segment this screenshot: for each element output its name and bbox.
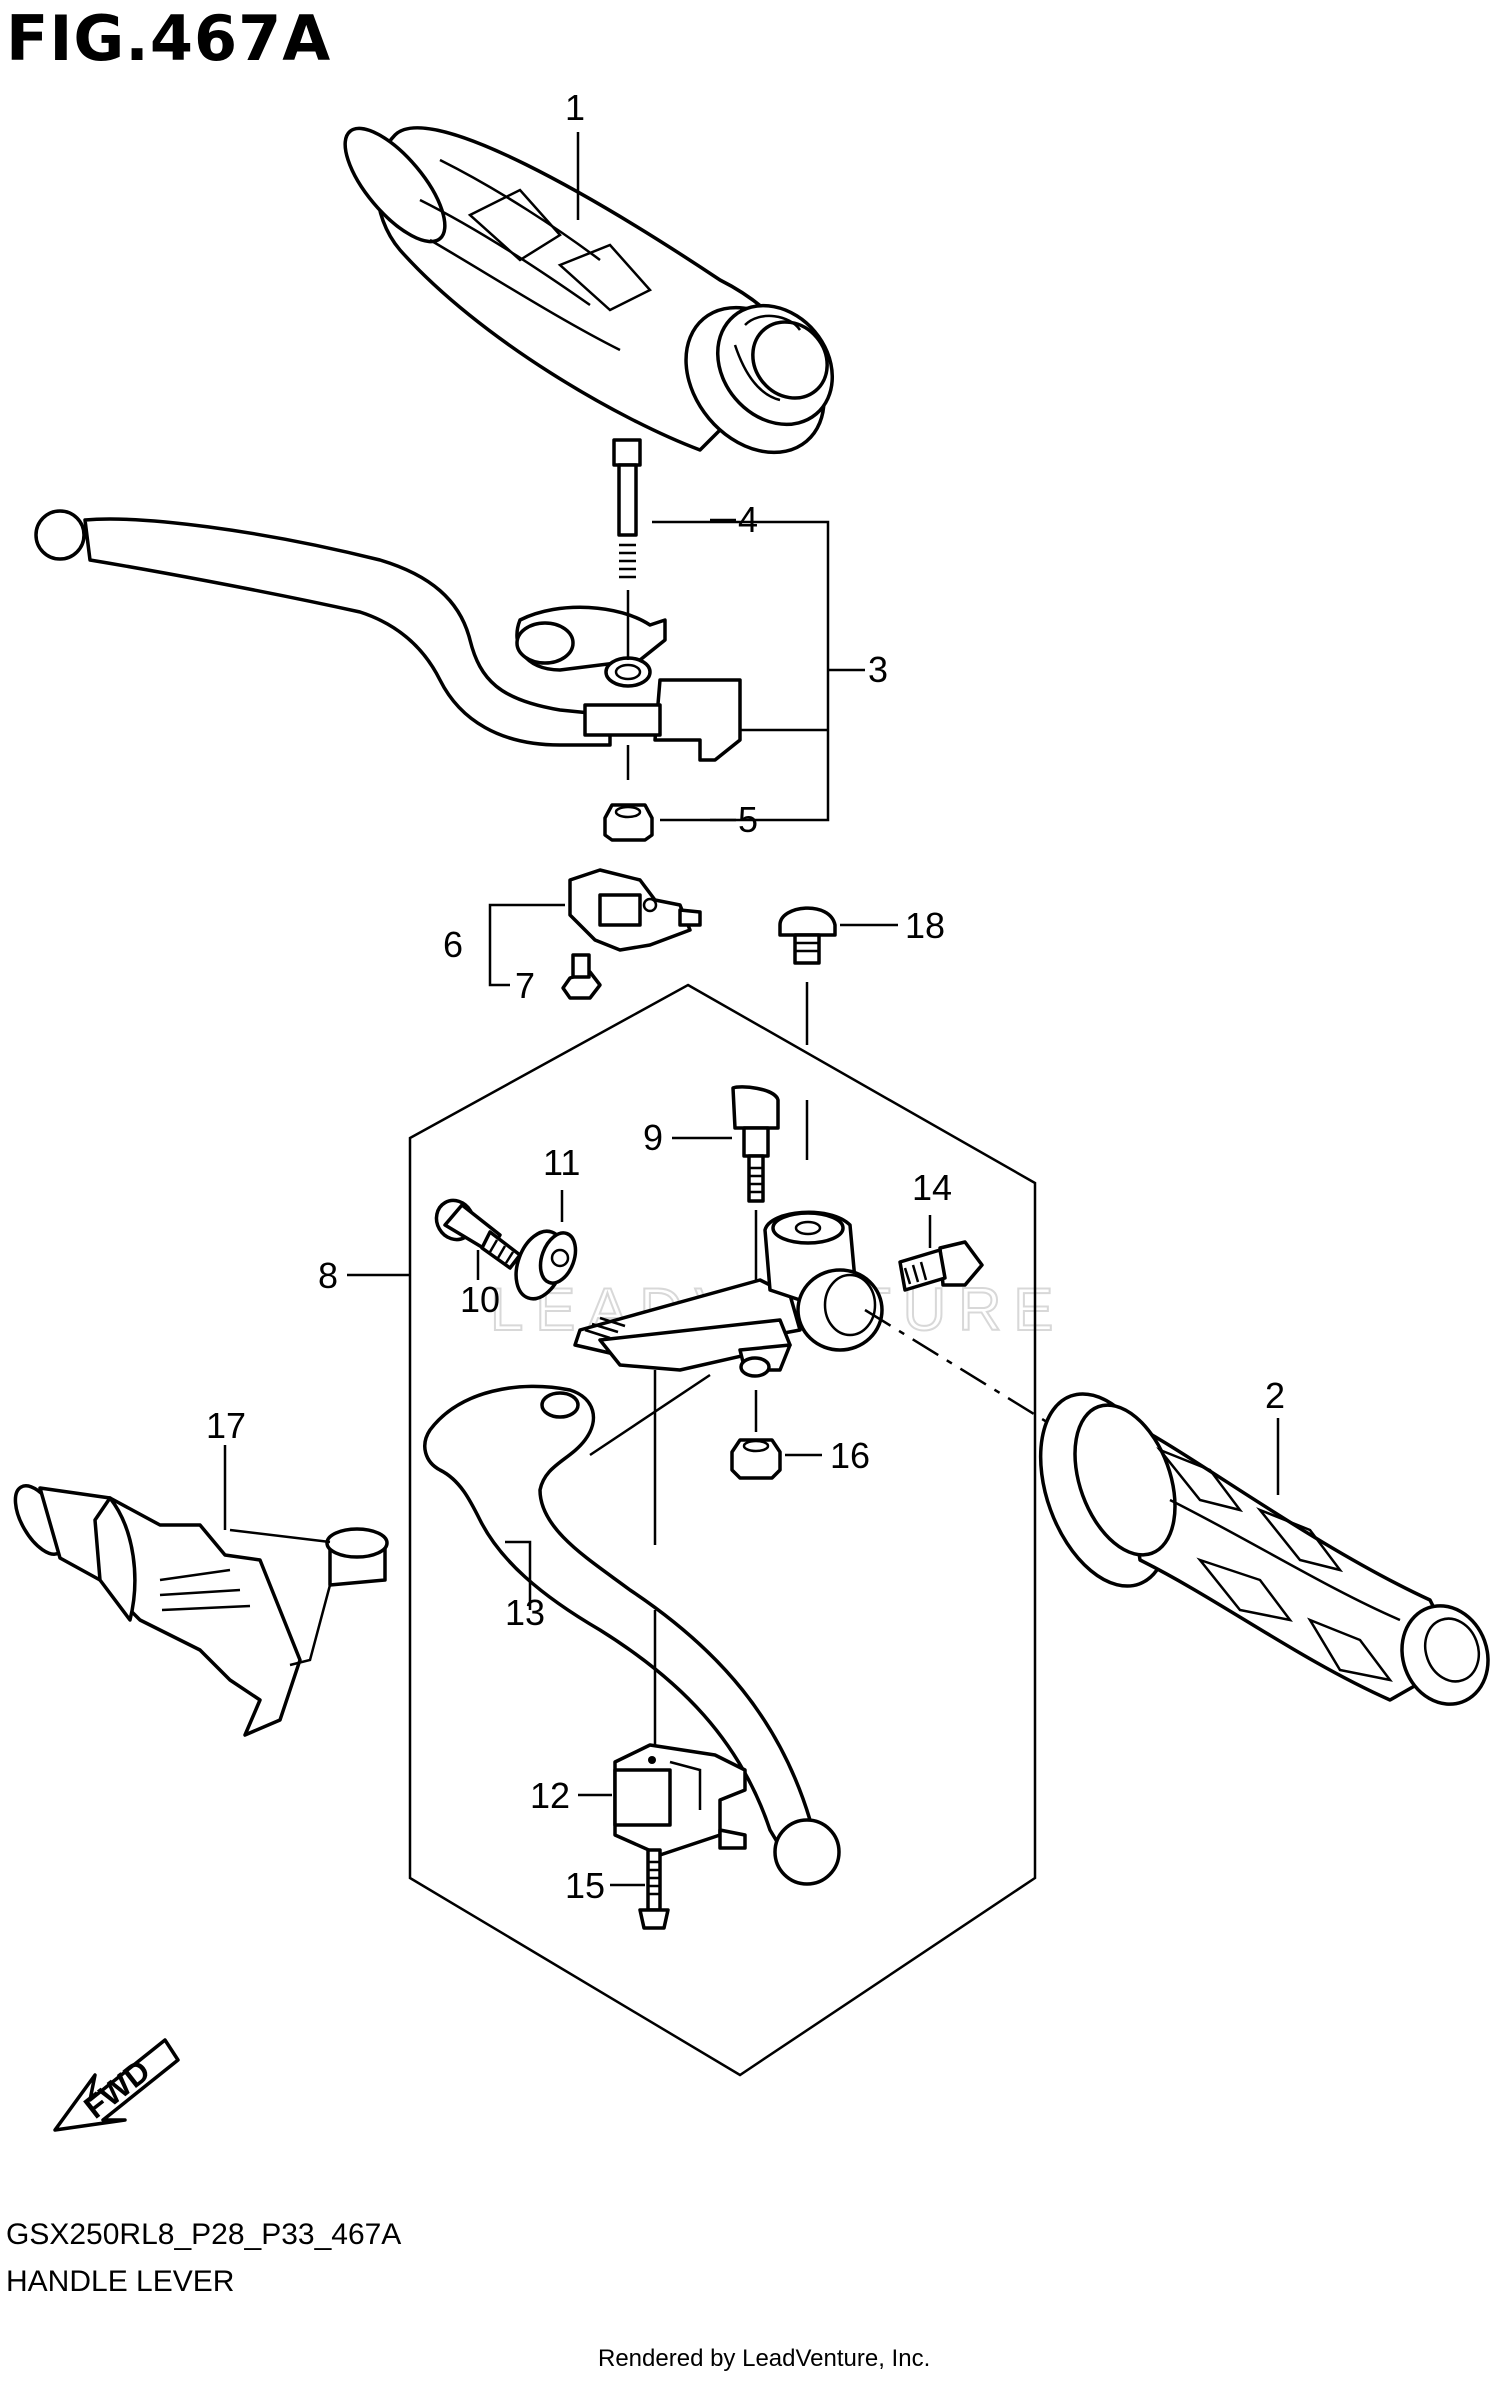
fwd-arrow-icon: FWD xyxy=(53,2038,180,2132)
screw-7[interactable] xyxy=(561,953,602,1000)
callout-15: 15 xyxy=(565,1865,605,1906)
callout-7: 7 xyxy=(515,965,535,1006)
callout-6: 6 xyxy=(443,924,463,965)
switch-6[interactable] xyxy=(568,868,702,952)
nut-5[interactable] xyxy=(603,803,654,842)
callout-13: 13 xyxy=(505,1592,545,1633)
bolt-4[interactable] xyxy=(612,438,642,579)
grip-upper[interactable] xyxy=(329,113,856,479)
screw-10[interactable] xyxy=(429,1194,522,1270)
screw-15[interactable] xyxy=(638,1848,670,1930)
callout-2: 2 xyxy=(1265,1375,1285,1416)
lever-assembly-3[interactable] xyxy=(34,509,742,780)
lever-13[interactable] xyxy=(423,1384,841,1886)
switch-12[interactable] xyxy=(613,1743,747,1857)
washer-11[interactable] xyxy=(507,1225,582,1306)
callout-5: 5 xyxy=(738,799,758,840)
callout-1: 1 xyxy=(565,87,585,128)
callout-18: 18 xyxy=(905,905,945,946)
callout-9: 9 xyxy=(643,1117,663,1158)
section-name: HANDLE LEVER xyxy=(6,2265,235,2298)
callout-10: 10 xyxy=(460,1279,500,1320)
callout-11: 11 xyxy=(543,1142,580,1183)
callout-17: 17 xyxy=(206,1405,246,1446)
grip-lower[interactable] xyxy=(1016,1376,1500,1716)
nut-16[interactable] xyxy=(730,1438,782,1480)
callout-14: 14 xyxy=(912,1167,952,1208)
callout-16: 16 xyxy=(830,1435,870,1476)
credit-text: Rendered by LeadVenture, Inc. xyxy=(598,2345,931,2372)
callout-12: 12 xyxy=(530,1775,570,1816)
bolt-9[interactable] xyxy=(731,1085,780,1203)
callout-3: 3 xyxy=(868,649,888,690)
cap-18[interactable] xyxy=(778,906,837,965)
holder-assembly-8[interactable] xyxy=(408,983,1037,2077)
figure-title: FIG.467A xyxy=(6,2,332,75)
bolt-14[interactable] xyxy=(898,1240,984,1292)
callout-8: 8 xyxy=(318,1255,338,1296)
cover-17[interactable] xyxy=(5,1478,389,1737)
lever-holder[interactable] xyxy=(573,1210,884,1378)
model-code: GSX250RL8_P28_P33_467A xyxy=(6,2218,402,2251)
callout-4: 4 xyxy=(738,499,758,540)
